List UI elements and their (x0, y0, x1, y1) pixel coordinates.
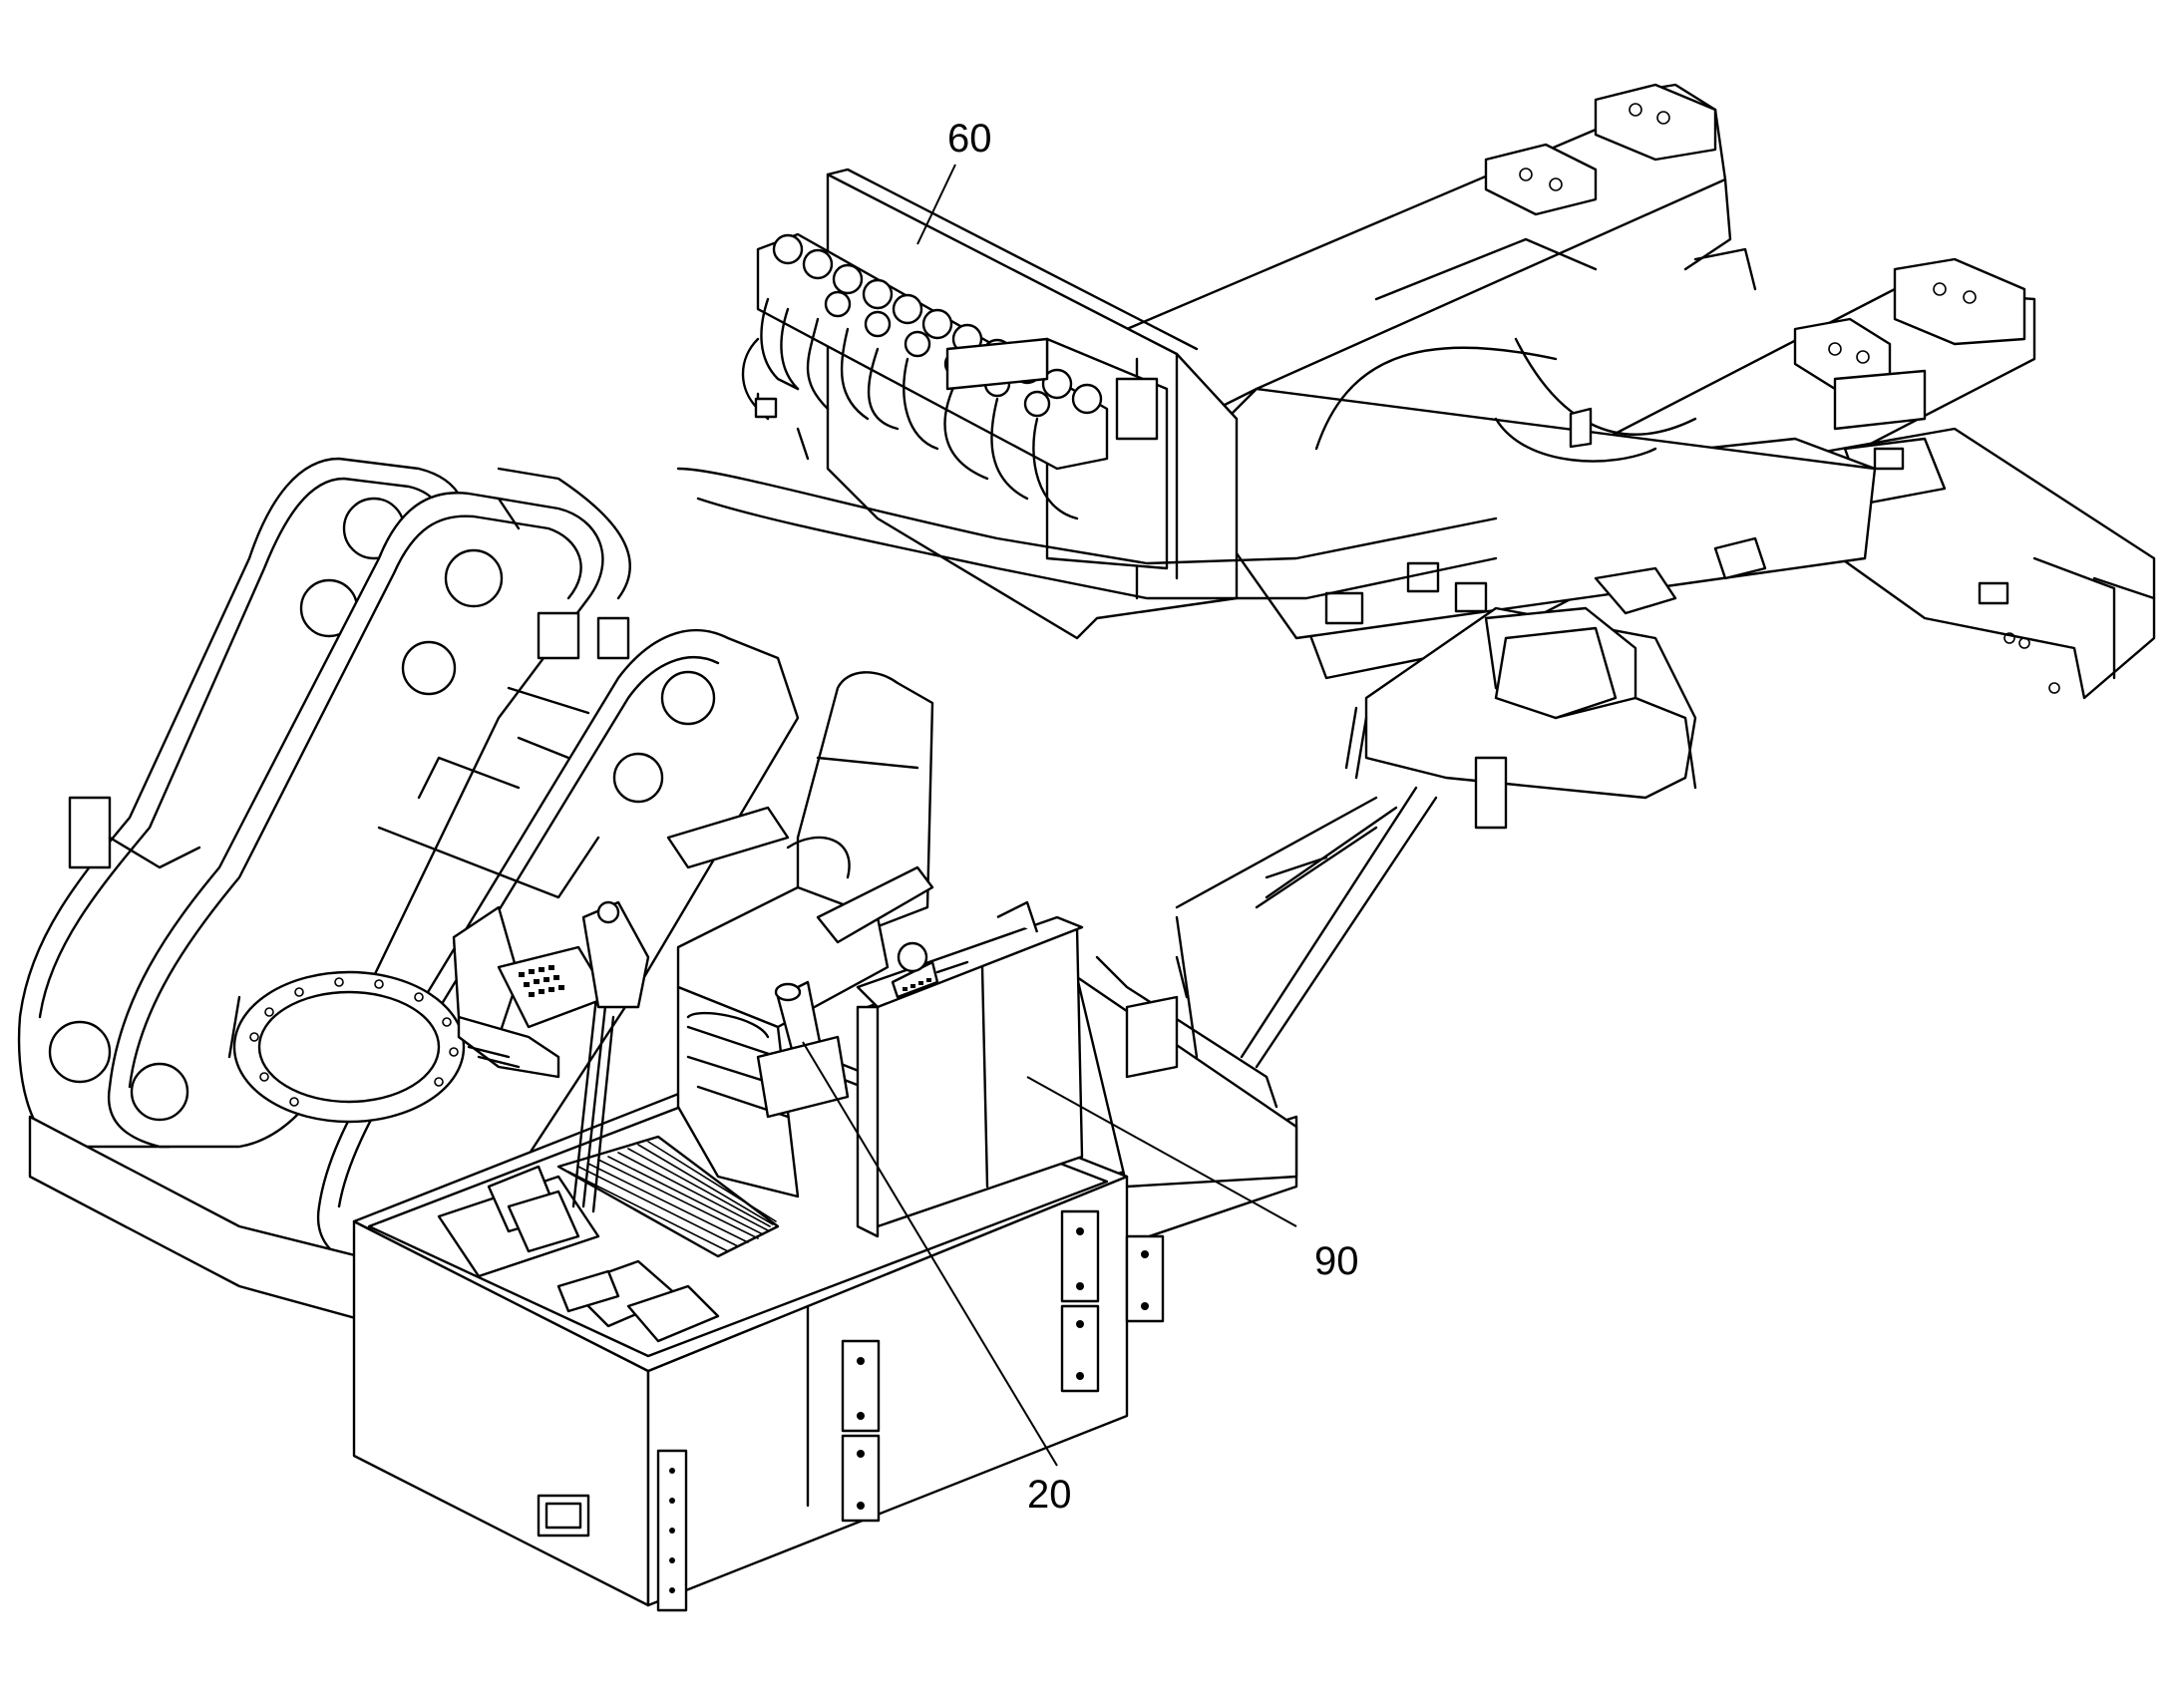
right-console-buttons (903, 978, 931, 991)
left-console (452, 900, 650, 1079)
callout-leaders (802, 164, 1297, 1467)
callout-labels: 60 90 20 (947, 117, 1359, 1517)
chassis-frame (1125, 83, 2156, 700)
leader-90 (1026, 1076, 1297, 1227)
swing-bearing (232, 970, 466, 1124)
operator-seat (666, 671, 934, 1198)
callout-20: 20 (1027, 1473, 1072, 1517)
leader-20 (802, 1041, 1058, 1467)
callout-90: 90 (1314, 1239, 1359, 1283)
hydraulic-tubes (741, 297, 1079, 520)
left-console-buttons (519, 965, 564, 997)
callout-60: 60 (947, 117, 992, 161)
leader-60 (916, 164, 956, 245)
travel-levers (487, 980, 615, 1253)
rear-cross-member (1175, 606, 1697, 1069)
right-console (856, 900, 1084, 1238)
